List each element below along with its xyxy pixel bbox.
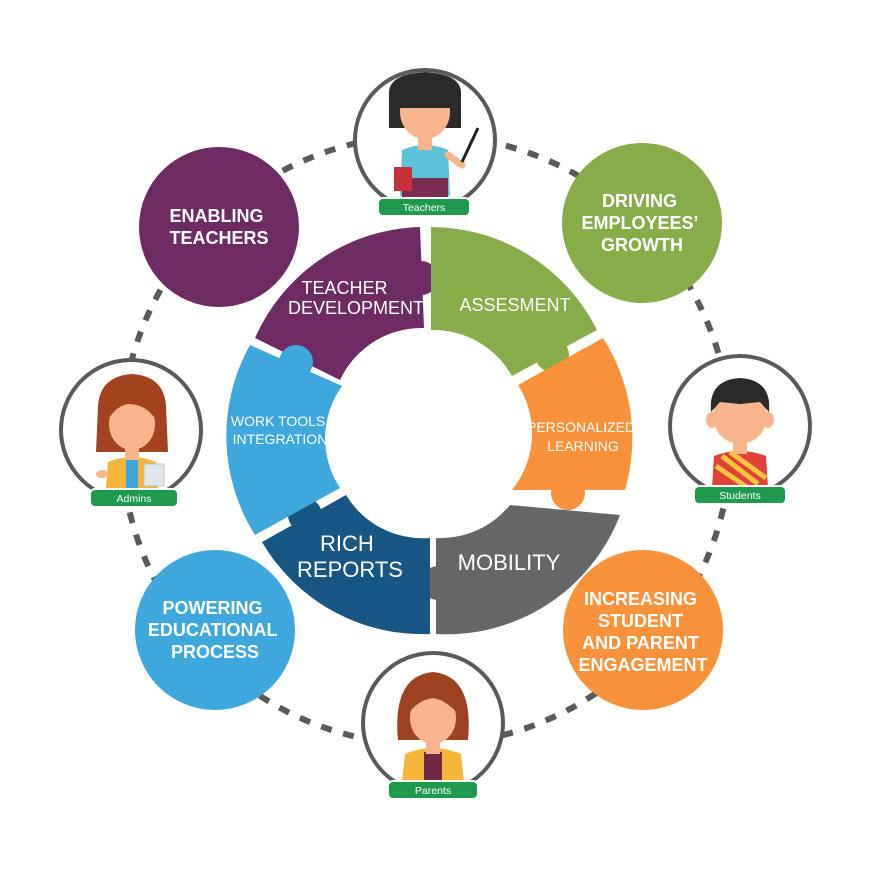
parent-avatar-icon (397, 672, 469, 782)
rich-reports-line-2: REPORTS (297, 557, 403, 582)
teacher-development-line-1: TEACHER (301, 278, 387, 298)
teacher-avatar-icon (389, 72, 480, 198)
person-parents: Parents (361, 651, 505, 800)
enabling-teachers-line-1: ENABLING (169, 206, 263, 226)
outcome-enabling-teachers: ENABLING TEACHERS (139, 147, 299, 307)
person-teachers: Teachers (353, 68, 497, 217)
mobility-label: MOBILITY (458, 550, 561, 575)
svg-text:PERSONALIZED LEARNING: PERSONALIZED LEARNING (527, 419, 639, 454)
rich-reports-line-1: RICH (320, 531, 374, 556)
svg-text:ENABLING TEACHERS: ENABLING TEACHERS (169, 206, 268, 248)
svg-text:DRIVING EMPLOYEES’: DRIVING EMPLOYEES’ GROWTH (581, 191, 702, 255)
enabling-teachers-line-2: TEACHERS (169, 228, 268, 248)
puzzle-piece-work-tools-integration: WORK TOOLS INTEGRATION (226, 345, 342, 535)
svg-text:TEACHER DEVELOPMENT: TEACHER DEVELOPMENT (288, 278, 424, 318)
driving-growth-line-3: GROWTH (601, 235, 683, 255)
puzzle-piece-teacher-development: TEACHER DEVELOPMENT (255, 227, 438, 380)
engagement-line-2: STUDENT (598, 611, 683, 631)
puzzle-center-hole (344, 344, 520, 520)
puzzle-piece-personalized-learning: PERSONALIZED LEARNING (512, 338, 639, 510)
person-students: Students (668, 354, 812, 505)
svg-text:POWERING EDUCATIONAL: POWERING EDUCATIONAL PROCESS (148, 598, 282, 662)
puzzle-piece-rich-reports: RICH REPORTS (262, 495, 430, 635)
puzzle-piece-mobility: MOBILITY (421, 505, 620, 635)
powering-line-1: POWERING (162, 598, 262, 618)
svg-text:RICH REPORTS: RICH REPORTS (297, 531, 403, 582)
student-avatar-icon (706, 378, 774, 491)
assessment-label: ASSESMENT (459, 295, 570, 315)
teacher-development-line-2: DEVELOPMENT (288, 298, 424, 318)
outcome-powering-educational-process: POWERING EDUCATIONAL PROCESS (135, 550, 295, 710)
admin-avatar-icon (96, 374, 168, 488)
puzzle-piece-assessment: ASSESMENT (431, 227, 597, 376)
powering-line-3: PROCESS (171, 642, 259, 662)
outcome-increasing-engagement: INCREASING STUDENT AND PARENT ENGAGEMENT (563, 550, 723, 710)
svg-text:WORK TOOLS INTEGRATION: WORK TOOLS INTEGRATION (231, 413, 329, 447)
puzzle-ring: TEACHER DEVELOPMENT ASSESMENT PERSONALIZ… (226, 227, 639, 635)
engagement-line-1: INCREASING (584, 589, 697, 609)
driving-growth-line-2: EMPLOYEES’ (581, 213, 697, 233)
person-admins: Admins (59, 358, 203, 508)
work-tools-line-1: WORK TOOLS (231, 413, 325, 429)
engagement-line-4: ENGAGEMENT (578, 655, 707, 675)
work-tools-line-2: INTEGRATION (233, 431, 328, 447)
engagement-line-3: AND PARENT (582, 633, 699, 653)
parents-badge: Parents (415, 785, 451, 797)
teachers-badge: Teachers (403, 202, 446, 214)
admins-badge: Admins (116, 493, 151, 505)
svg-text:INCREASING STUDENT: INCREASING STUDENT AND PARENT ENGAGEMENT (578, 589, 707, 675)
powering-line-2: EDUCATIONAL (148, 620, 278, 640)
students-badge: Students (719, 490, 760, 502)
personalized-line-2: LEARNING (547, 438, 619, 454)
driving-growth-line-1: DRIVING (602, 191, 677, 211)
outcome-driving-employees-growth: DRIVING EMPLOYEES’ GROWTH (562, 143, 722, 303)
personalized-line-1: PERSONALIZED (527, 419, 635, 435)
